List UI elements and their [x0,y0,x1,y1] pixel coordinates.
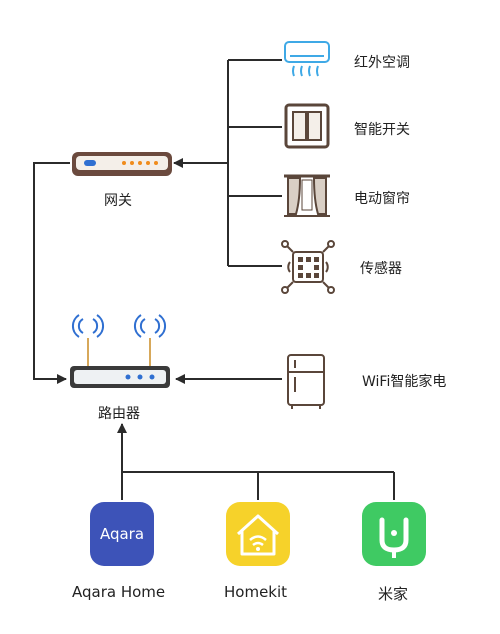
wifi-signal-icon [72,314,166,338]
app-label-mijia: 米家 [378,585,409,603]
sensor-icon [281,240,335,294]
air-conditioner-icon [284,41,330,77]
device-label-switch: 智能开关 [354,122,410,138]
app-label-homekit: Homekit [224,583,288,601]
gateway-label: 网关 [104,193,132,209]
connector-lines [33,59,395,500]
curtain-icon [284,174,330,217]
router-device-icon [70,314,170,388]
aqara-logo-text: Aqara [100,525,144,543]
aqara-app-icon[interactable]: Aqara [90,502,154,566]
device-label-sensor: 传感器 [360,261,402,277]
gateway-device-icon [72,152,172,176]
smart-switch-icon [284,103,330,149]
mijia-app-icon[interactable] [362,502,426,566]
device-label-ac: 红外空调 [354,55,410,71]
router-label: 路由器 [98,406,140,422]
homekit-app-icon[interactable] [226,502,290,566]
wifi-device-label: WiFi智能家电 [362,374,447,390]
gateway-router-link [33,162,70,384]
app-label-aqara: Aqara Home [72,583,166,601]
refrigerator-icon [287,354,325,409]
device-label-curtain: 电动窗帘 [354,191,410,207]
